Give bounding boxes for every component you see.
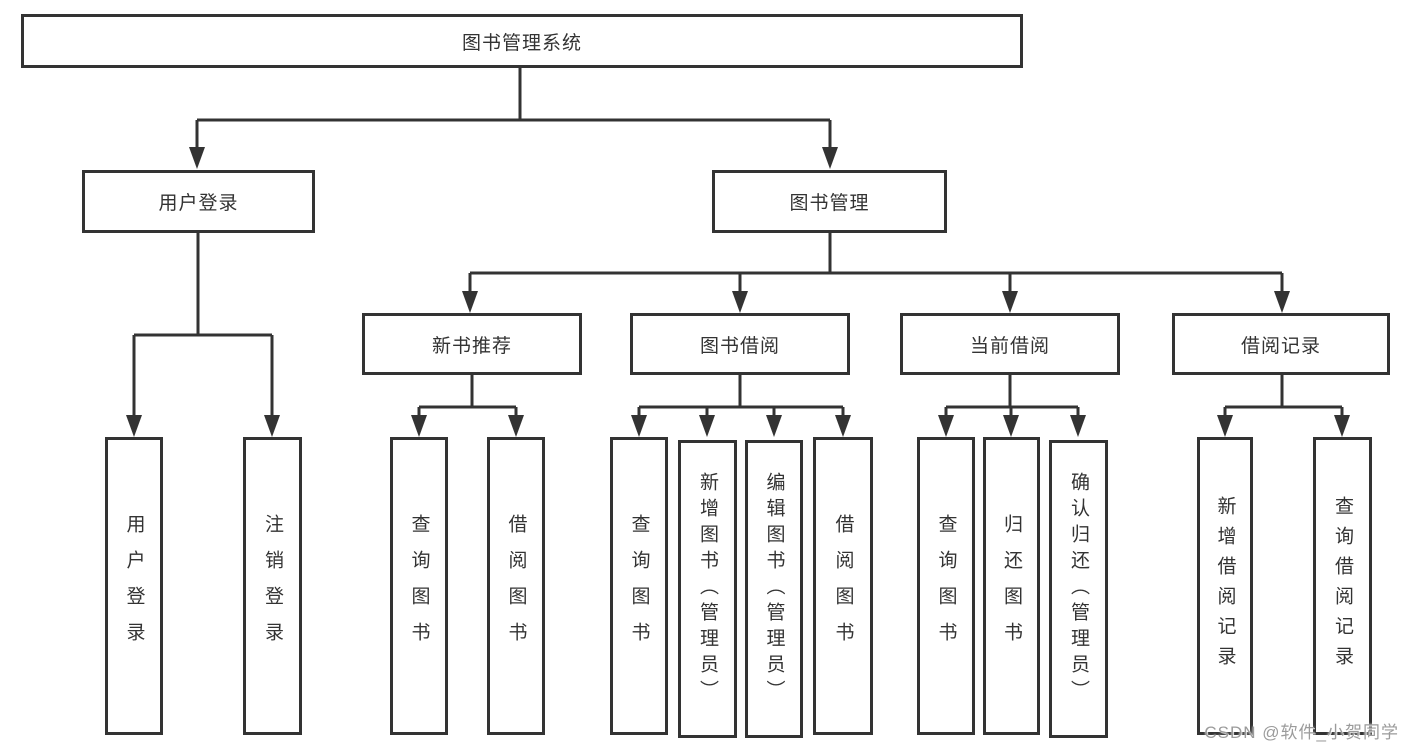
leaf-add-borrow-record: 新增借阅记录 (1197, 437, 1253, 735)
leaf-user-login: 用户登录 (105, 437, 163, 735)
node-current-borrow-label: 当前借阅 (969, 335, 1050, 357)
node-borrow-record-label: 借阅记录 (1240, 335, 1321, 357)
node-current-borrow: 当前借阅 (900, 313, 1120, 375)
leaf-query-book-recommend: 查询图书 (390, 437, 448, 735)
leaf-return-book: 归还图书 (983, 437, 1040, 735)
leaf-add-book-admin: 新增图书（管理员） (678, 440, 737, 738)
node-root: 图书管理系统 (21, 14, 1023, 68)
leaf-borrow-book-borrow: 借阅图书 (813, 437, 873, 735)
node-new-book-recommend-label: 新书推荐 (431, 335, 512, 357)
node-book-borrow-label: 图书借阅 (699, 335, 780, 357)
node-book-borrow: 图书借阅 (630, 313, 850, 375)
node-new-book-recommend: 新书推荐 (362, 313, 582, 375)
csdn-watermark: CSDN @软件_小贺同学 (1204, 723, 1399, 742)
leaf-query-borrow-record: 查询借阅记录 (1313, 437, 1372, 735)
leaf-logout: 注销登录 (243, 437, 302, 735)
node-root-label: 图书管理系统 (461, 32, 582, 54)
node-borrow-record: 借阅记录 (1172, 313, 1390, 375)
leaf-query-book-current: 查询图书 (917, 437, 975, 735)
node-user-login-label: 用户登录 (158, 193, 239, 214)
leaf-edit-book-admin: 编辑图书（管理员） (745, 440, 803, 738)
node-user-login: 用户登录 (82, 170, 315, 233)
leaf-confirm-return-admin: 确认归还（管理员） (1049, 440, 1108, 738)
node-book-management: 图书管理 (712, 170, 947, 233)
node-book-management-label: 图书管理 (789, 193, 870, 214)
leaf-borrow-book-recommend: 借阅图书 (487, 437, 545, 735)
leaf-query-book-borrow: 查询图书 (610, 437, 668, 735)
